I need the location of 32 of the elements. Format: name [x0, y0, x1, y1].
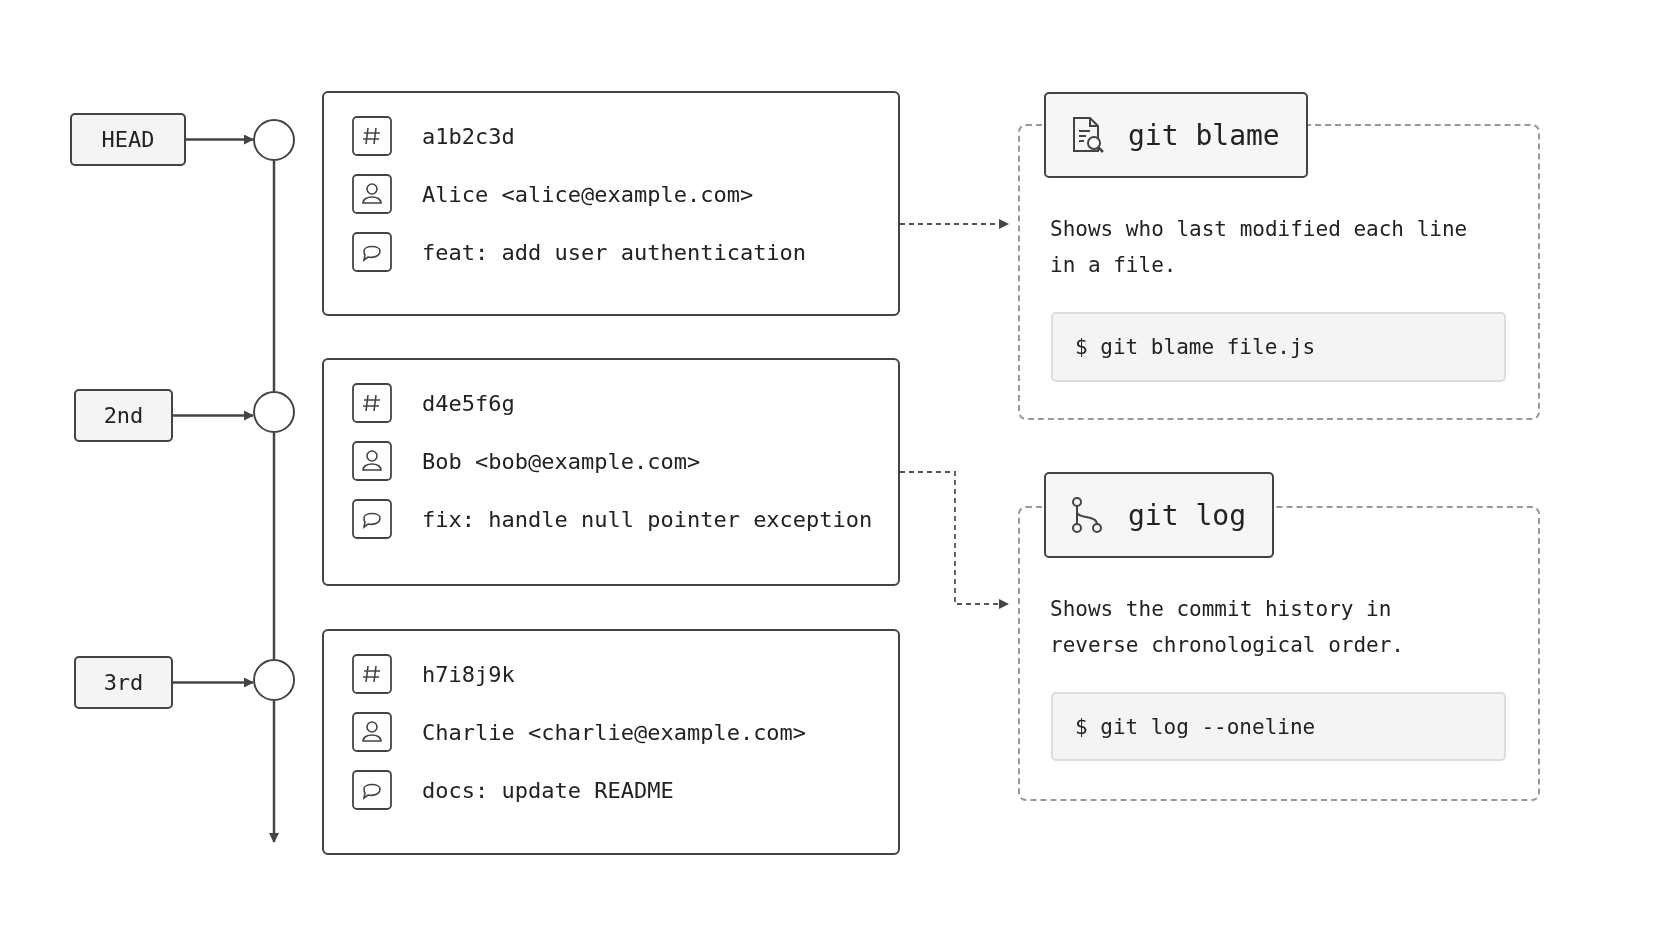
commit-card	[322, 629, 900, 855]
arrow	[173, 677, 254, 688]
author-text: Alice <alice@example.com>	[422, 181, 754, 207]
description-text: Shows the commit history in reverse chronological order.	[1050, 596, 1405, 659]
timeline-line	[272, 433, 276, 659]
command-title: git blame	[1128, 118, 1280, 152]
arrow	[173, 410, 254, 421]
timeline-line	[272, 161, 276, 391]
commit-hash: h7i8j9k	[422, 661, 515, 687]
pointer-label: 2nd	[74, 389, 173, 442]
commit-hash: a1b2c3d	[422, 123, 515, 149]
commit-hash: d4e5f6g	[422, 390, 515, 416]
commit-node-circle	[253, 391, 295, 433]
commit-card	[322, 91, 900, 316]
dashed-arrow	[899, 219, 1009, 229]
commit-card	[322, 358, 900, 586]
author-text: Charlie <charlie@example.com>	[422, 719, 807, 745]
pointer-label: HEAD	[70, 113, 186, 166]
author-text: Bob <bob@example.com>	[422, 448, 701, 474]
description-text: Shows who last modified each line in a file.	[1050, 216, 1469, 279]
arrow	[186, 134, 254, 145]
commit-message: fix: handle null pointer exception	[422, 506, 873, 532]
commit-message: feat: add user authentication	[422, 239, 807, 265]
pointer-label: 3rd	[74, 656, 173, 709]
commit-node-circle	[253, 659, 295, 701]
command-title: git log	[1128, 498, 1246, 532]
arrow	[269, 701, 279, 843]
code-block: $ git blame file.js	[1051, 312, 1506, 382]
dashed-arrow	[899, 471, 1009, 609]
commit-message: docs: update README	[422, 777, 674, 803]
commit-node-circle	[253, 119, 295, 161]
code-block: $ git log --oneline	[1051, 692, 1506, 761]
